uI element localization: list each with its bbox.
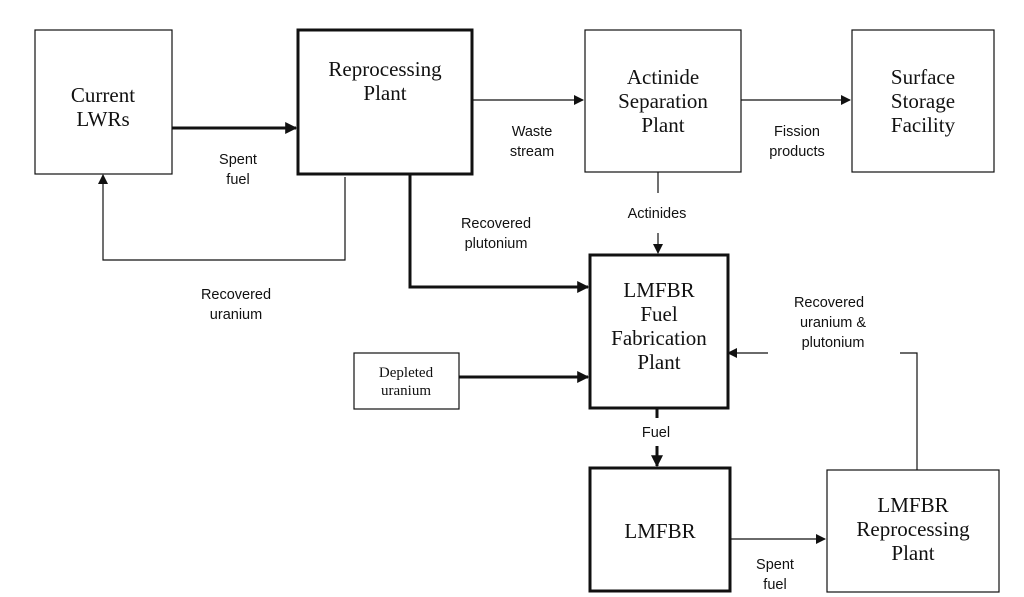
node-lmfbr-fuel-fab-line: Fabrication: [611, 326, 707, 350]
node-depleted-uranium-line: Depleted: [379, 365, 434, 381]
node-lmfbr-line: LMFBR: [624, 519, 695, 543]
edge-lmfbr-reprocessing-to-fuelfab-top: [900, 352, 918, 470]
edge-label-line: products: [769, 144, 825, 160]
node-lmfbr-reprocessing-line: Reprocessing: [856, 517, 970, 541]
edge-label-recovered-plutonium: Recovered plutonium: [461, 216, 531, 252]
edge-label-fission-products: Fission products: [769, 124, 825, 160]
edge-label-actinides: Actinides: [628, 206, 687, 222]
node-surface-storage-line: Storage: [891, 89, 955, 113]
edge-label-line: plutonium: [465, 236, 528, 252]
edge-label-line: Spent: [756, 557, 794, 573]
node-actinide-separation: Actinide Separation Plant: [618, 65, 708, 137]
node-lmfbr-reprocessing-line: LMFBR: [877, 493, 948, 517]
node-surface-storage-line: Surface: [891, 65, 955, 89]
node-lmfbr-reprocessing-box: [826, 469, 1000, 593]
edge-label-line: Spent: [219, 152, 257, 168]
node-depleted-uranium-box: [353, 352, 460, 410]
edge-label-line: uranium &: [800, 315, 866, 331]
node-depleted-uranium: Depleted uranium: [379, 365, 434, 399]
edge-label-line: Fission: [774, 124, 820, 140]
node-actinide-separation-line: Plant: [641, 113, 684, 137]
edge-label-line: stream: [510, 144, 554, 160]
node-current-lwrs-box: [34, 29, 173, 175]
node-current-lwrs-line: Current: [71, 83, 135, 107]
node-lmfbr: LMFBR: [624, 519, 695, 543]
edge-label-line: uranium: [210, 307, 262, 323]
edge-reprocessing-to-lwr-uranium: [98, 174, 346, 261]
node-surface-storage: Surface Storage Facility: [891, 65, 956, 137]
edge-label-recovered-uranium: Recovered uranium: [201, 287, 271, 323]
node-lmfbr-reprocessing: LMFBR Reprocessing Plant: [856, 493, 970, 565]
node-lmfbr-fuel-fab-line: Fuel: [640, 302, 678, 326]
edge-label-lwr-spent-fuel: Spent fuel: [219, 152, 257, 188]
edge-label-recovered-u-pu: Recovered uranium & plutonium: [794, 295, 866, 351]
node-current-lwrs: Current LWRs: [71, 83, 135, 131]
node-current-lwrs-line: LWRs: [76, 107, 129, 131]
edge-reprocessing-to-fuelfab-plutonium: [408, 174, 590, 293]
node-actinide-separation-line: Separation: [618, 89, 708, 113]
node-lmfbr-fuel-fab: LMFBR Fuel Fabrication Plant: [611, 278, 707, 374]
edge-label-fuel: Fuel: [642, 425, 670, 441]
node-depleted-uranium-line: uranium: [381, 383, 431, 399]
node-lmfbr-fuel-fab-line: Plant: [637, 350, 680, 374]
edge-label-line: Recovered: [794, 295, 864, 311]
edge-label-waste-stream: Waste stream: [510, 124, 554, 160]
node-surface-storage-box: [851, 29, 995, 173]
edge-label-line: Recovered: [461, 216, 531, 232]
node-reprocessing-plant-box: [296, 28, 474, 176]
node-lmfbr-fuel-fab-line: LMFBR: [623, 278, 694, 302]
edge-label-line: plutonium: [802, 335, 865, 351]
edge-label-line: Fuel: [642, 425, 670, 441]
edge-label-line: Actinides: [628, 206, 687, 222]
node-reprocessing-plant-line: Reprocessing: [328, 57, 442, 81]
node-actinide-separation-line: Actinide: [627, 65, 699, 89]
edge-label-line: fuel: [763, 577, 786, 593]
node-lmfbr-box: [588, 466, 732, 593]
edge-label-lmfbr-spent-fuel: Spent fuel: [756, 557, 794, 593]
node-lmfbr-reprocessing-line: Plant: [891, 541, 934, 565]
node-reprocessing-plant: Reprocessing Plant: [328, 57, 442, 105]
node-lmfbr-fuel-fab-box: [588, 253, 730, 410]
node-surface-storage-line: Facility: [891, 113, 956, 137]
edge-label-line: Waste: [512, 124, 553, 140]
edge-label-line: fuel: [226, 172, 249, 188]
node-actinide-separation-box: [584, 29, 742, 173]
edge-label-line: Recovered: [201, 287, 271, 303]
node-reprocessing-plant-line: Plant: [363, 81, 406, 105]
